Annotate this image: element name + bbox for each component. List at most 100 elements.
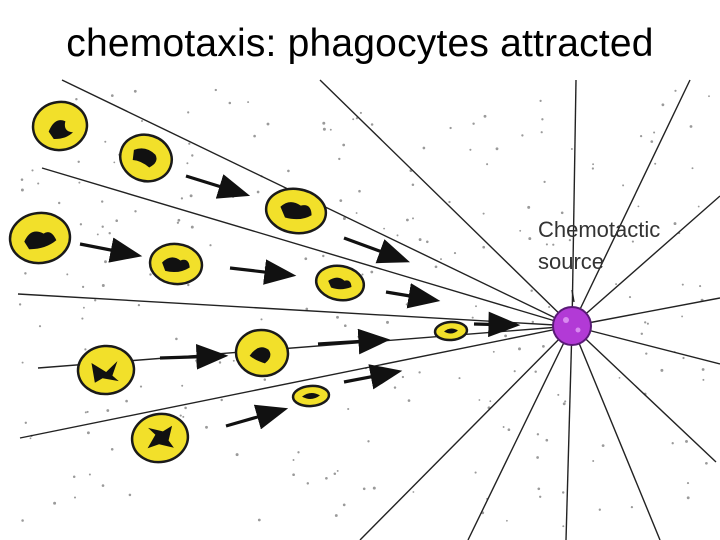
gradient-dot — [75, 97, 78, 101]
gradient-dot — [527, 205, 531, 209]
gradient-dot — [697, 205, 700, 208]
gradient-dot — [682, 356, 685, 360]
gradient-dot — [469, 148, 472, 151]
phagocyte-cell-icon — [314, 264, 366, 302]
gradient-dot — [545, 243, 548, 246]
gradient-dot — [339, 199, 343, 202]
gradient-dot — [537, 487, 541, 491]
ray — [359, 325, 573, 540]
gradient-dot — [691, 167, 694, 170]
gradient-dot — [84, 348, 87, 351]
gradient-dot — [179, 414, 182, 417]
gradient-dot — [21, 361, 24, 364]
gradient-dot — [541, 118, 544, 121]
gradient-dot — [370, 123, 374, 126]
arrow-icon — [473, 311, 521, 338]
source-label-line1: Chemotactic — [538, 217, 661, 242]
ray — [41, 167, 573, 327]
gradient-dot — [471, 316, 474, 319]
arrow-icon — [229, 259, 297, 285]
source-label-line2: source — [538, 249, 605, 274]
ray — [467, 325, 573, 540]
gradient-dot — [618, 377, 621, 379]
gradient-dot — [86, 431, 90, 435]
gradient-dot — [247, 101, 250, 104]
gradient-dot — [21, 519, 24, 522]
gradient-dot — [292, 459, 295, 461]
ray — [571, 325, 720, 365]
ray — [571, 79, 691, 327]
chemotactic-source-label: Chemotactic source — [538, 214, 660, 278]
gradient-dot — [334, 514, 338, 517]
gradient-dot — [322, 127, 326, 131]
gradient-dot — [686, 482, 690, 485]
gradient-dot — [306, 482, 310, 485]
gradient-dot — [592, 163, 595, 166]
gradient-dot — [701, 368, 705, 371]
gradient-dot — [187, 283, 190, 287]
gradient-dot — [139, 385, 143, 388]
ray — [571, 79, 577, 327]
gradient-dot — [639, 134, 643, 138]
gradient-dot — [253, 134, 256, 138]
gradient-dot — [644, 321, 647, 324]
gradient-dot — [347, 407, 350, 411]
gradient-dot — [342, 503, 346, 507]
gradient-dot — [478, 399, 481, 401]
phagocyte-cell-icon — [264, 187, 328, 235]
gradient-dot — [20, 188, 24, 192]
gradient-dot — [372, 486, 376, 490]
gradient-dot — [329, 128, 332, 131]
ray — [571, 325, 661, 540]
phagocytes — [8, 100, 469, 464]
gradient-dot — [483, 114, 487, 118]
gradient-dot — [492, 350, 495, 353]
gradient-dot — [359, 111, 362, 114]
gradient-dot — [113, 161, 116, 164]
gradient-dot — [128, 493, 132, 497]
gradient-dot — [528, 237, 532, 241]
gradient-dot — [502, 426, 505, 428]
phagocyte-cell-icon — [148, 242, 204, 286]
gradient-dot — [486, 163, 489, 166]
gradient-dot — [177, 218, 181, 222]
gradient-dot — [20, 178, 24, 181]
gradient-dot — [362, 487, 366, 491]
phagocyte-cell-icon — [119, 133, 173, 183]
gradient-dot — [386, 320, 389, 324]
gradient-dot — [304, 257, 308, 261]
arrow-icon — [159, 344, 229, 370]
gradient-dot — [645, 352, 648, 355]
gradient-dot — [336, 469, 339, 472]
gradient-dot — [196, 361, 199, 364]
gradient-dot — [370, 270, 374, 274]
gradient-dot — [615, 283, 618, 286]
gradient-dot — [646, 322, 649, 325]
ray — [571, 325, 717, 463]
gradient-dot — [176, 221, 180, 224]
gradient-dot — [355, 212, 358, 214]
gradient-dot — [218, 361, 222, 364]
gradient-dot — [232, 359, 235, 362]
gradient-dot — [482, 212, 485, 215]
gradient-dot — [598, 508, 601, 511]
gradient-dot — [31, 169, 34, 172]
gradient-dot — [539, 99, 542, 103]
gradient-dot — [101, 225, 104, 228]
gradient-dot — [418, 238, 422, 242]
arrow-icon — [225, 404, 289, 430]
gradient-dot — [86, 410, 89, 413]
gradient-dot — [422, 146, 426, 150]
chemical-gradient-dots — [18, 88, 710, 528]
gradient-dot — [342, 217, 346, 220]
gradient-dot — [342, 143, 346, 147]
gradient-dot — [94, 299, 97, 302]
gradient-dot — [434, 265, 438, 269]
gradient-dot — [292, 473, 295, 477]
gradient-dot — [592, 460, 595, 462]
gradient-dot — [650, 140, 654, 143]
gradient-dot — [133, 89, 137, 93]
arrow-icon — [343, 364, 403, 390]
gradient-dot — [562, 402, 566, 406]
phagocyte-cell-icon — [130, 412, 190, 464]
